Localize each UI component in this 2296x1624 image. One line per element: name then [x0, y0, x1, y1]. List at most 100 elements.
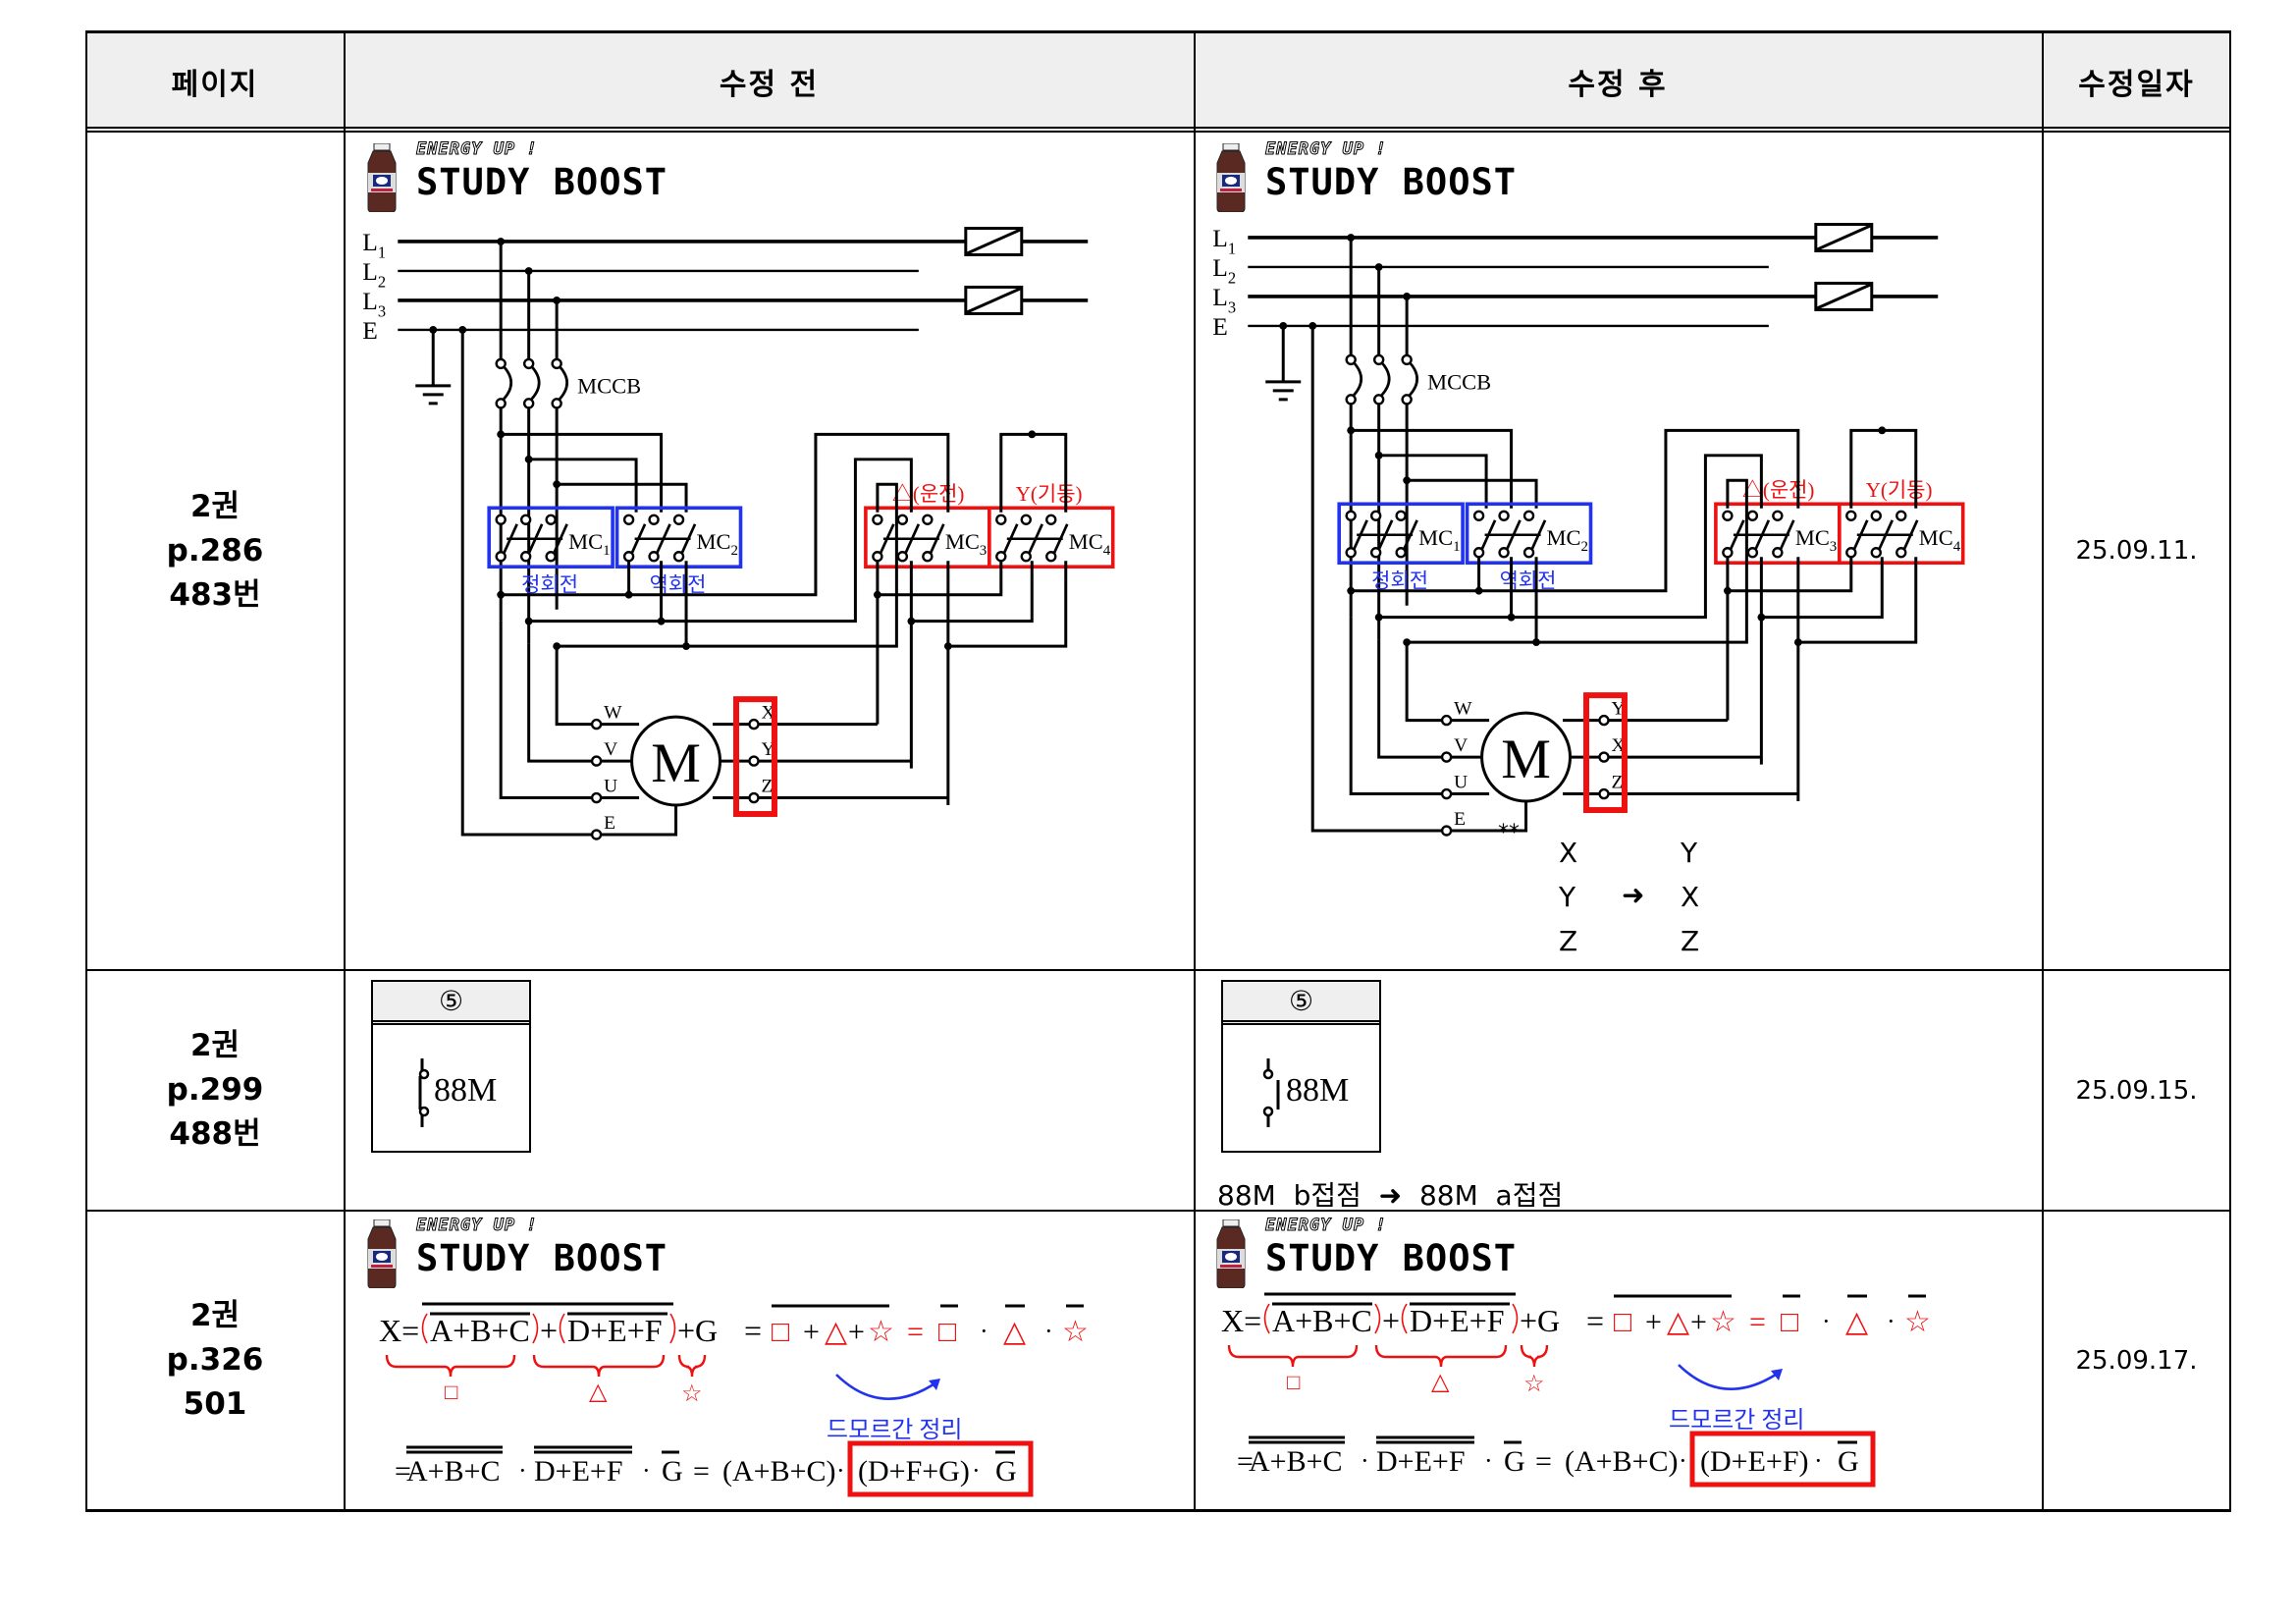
- arrow-head-icon: [1771, 1369, 1783, 1380]
- equals: =: [1586, 1303, 1604, 1338]
- terminal: [622, 514, 635, 525]
- star-symbol: ☆: [1904, 1306, 1931, 1338]
- contactor-caption: Y(기동): [1866, 478, 1933, 502]
- grid-line: [344, 30, 346, 1512]
- table-bottom: [85, 1509, 2231, 1512]
- table-header: [85, 30, 2231, 133]
- terminal: [1372, 353, 1385, 366]
- contact-change-note: 88M b접점 ➜ 88M a접점: [1217, 1179, 1564, 1212]
- equals: =: [1749, 1306, 1766, 1338]
- wire: [499, 621, 593, 800]
- mapping-from-0: X: [1559, 837, 1578, 869]
- terminal: [495, 551, 507, 563]
- contact-box-after: ⑤ 88M: [1221, 980, 1381, 1153]
- line2-result-abc: (A+B+C): [1565, 1445, 1679, 1478]
- dot: ·: [1679, 1446, 1687, 1475]
- thermal-relay-diagonal: [966, 287, 1021, 314]
- red-paren: [1374, 1303, 1381, 1334]
- terminal: [1522, 510, 1535, 521]
- square-symbol: □: [1614, 1306, 1632, 1338]
- subscript: 2: [731, 543, 738, 559]
- terminal: [1401, 353, 1413, 366]
- subscript: 3: [378, 301, 386, 320]
- grid-line: [85, 30, 87, 1512]
- line2-term-def: D+E+F: [1376, 1445, 1466, 1478]
- terminal: [1440, 825, 1453, 837]
- group-abc: A+B+C: [1272, 1303, 1372, 1338]
- triangle-symbol: △: [1003, 1316, 1026, 1348]
- wire: [601, 805, 678, 837]
- square-symbol: □: [772, 1316, 790, 1348]
- study-boost-logo: ENERGY UP ! STUDY BOOST: [365, 139, 679, 218]
- contactor-name: MC4: [1069, 529, 1111, 559]
- wire: [1351, 428, 1514, 509]
- wire: [1407, 478, 1538, 509]
- line2-term-g: G: [662, 1455, 683, 1488]
- wire: [1310, 325, 1443, 833]
- answer-highlight-box: [847, 1440, 1034, 1497]
- red-paren: [559, 1313, 565, 1344]
- row3-date: 25.09.17.: [2075, 1345, 2198, 1376]
- wire: [911, 561, 1034, 623]
- terminal: [1020, 514, 1032, 525]
- dot: ·: [1822, 1307, 1831, 1335]
- motor-terminal-e: E: [1454, 809, 1466, 830]
- triangle-symbol: △: [1845, 1306, 1868, 1338]
- wire: [501, 432, 664, 513]
- wire: [528, 458, 913, 623]
- terminal: [1498, 547, 1510, 559]
- star-symbol: ☆: [1062, 1316, 1089, 1348]
- plus: +: [1645, 1306, 1662, 1338]
- contactor-mc1: [487, 506, 614, 569]
- red-paren: [669, 1313, 676, 1344]
- contactor-name: MC2: [697, 529, 738, 559]
- motor-label: M: [651, 732, 701, 794]
- terminal: [1372, 394, 1385, 406]
- motor-terminal-u: U: [1454, 773, 1468, 793]
- a-contact-icon: [1262, 1058, 1280, 1127]
- terminal: [648, 514, 660, 525]
- bottle-icon: [1216, 143, 1246, 212]
- terminal: [590, 791, 603, 804]
- junction-dot: [524, 267, 533, 275]
- plus: +: [540, 1313, 558, 1348]
- study-boost-logo: ENERGY UP ! STUDY BOOST: [365, 1216, 679, 1294]
- revision-table: 페이지 수정 전 수정 후 수정일자 2권 p.286 483번 25.09.1…: [85, 30, 2231, 1512]
- line2-term-g: G: [1504, 1445, 1525, 1478]
- contactor-mc2: [614, 506, 743, 569]
- breaker-arc: [530, 365, 541, 401]
- line2-boxed-g: G: [1838, 1445, 1859, 1478]
- breaker-label: MCCB: [1427, 369, 1491, 394]
- breaker-arc: [503, 365, 513, 401]
- dot: ·: [1887, 1307, 1896, 1335]
- bottle-icon: [367, 1219, 397, 1288]
- terminal: [748, 755, 760, 767]
- line2-term-abc: A+B+C: [406, 1455, 501, 1488]
- logo-tagline: ENERGY UP !: [416, 139, 538, 160]
- subscript: 3: [1228, 298, 1236, 316]
- brace-abc: [385, 1354, 516, 1378]
- motor-terminal-w: W: [604, 703, 622, 724]
- terminal: [590, 718, 603, 731]
- grid-line: [2042, 30, 2044, 1512]
- wire: [1407, 478, 1748, 644]
- triangle-symbol: △: [825, 1316, 847, 1348]
- line2-start: =: [1237, 1445, 1254, 1478]
- terminal: [672, 551, 685, 563]
- group-def: D+E+F: [567, 1313, 663, 1348]
- terminal: [1870, 510, 1882, 521]
- plus-g: +G: [1520, 1303, 1560, 1338]
- line2-result-abc: (A+B+C): [722, 1455, 836, 1488]
- dot: ·: [518, 1456, 527, 1485]
- terminal: [922, 551, 934, 563]
- dot: ·: [836, 1456, 845, 1485]
- terminal: [1598, 714, 1610, 727]
- terminal: [1345, 353, 1357, 366]
- contactor-mc4: [1838, 502, 1965, 566]
- terminal: [545, 514, 557, 525]
- motor-terminal-v: V: [1454, 735, 1468, 756]
- brace-abc: [1227, 1344, 1359, 1368]
- demorgan-arrow: [835, 1374, 937, 1400]
- wire: [555, 646, 593, 727]
- mapping-to-1: X: [1681, 881, 1700, 913]
